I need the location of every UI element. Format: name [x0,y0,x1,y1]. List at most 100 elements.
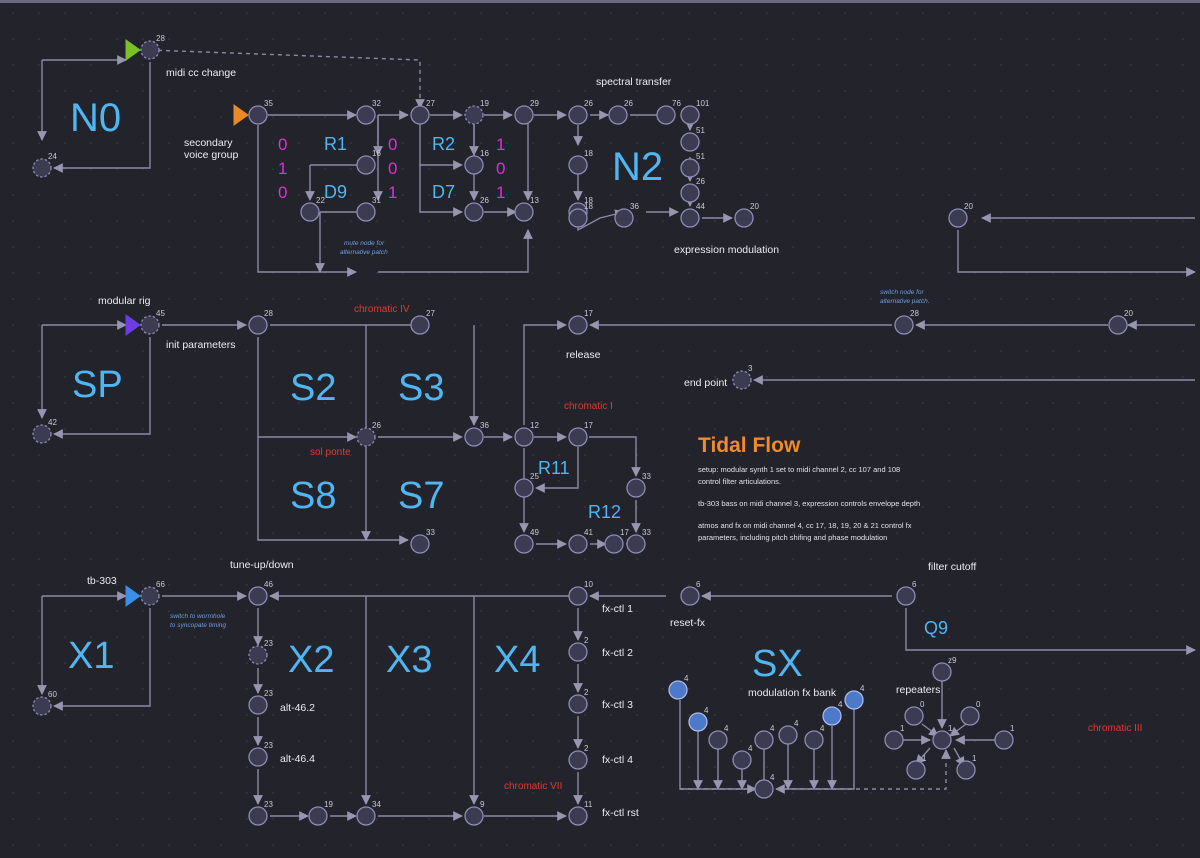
patch-node[interactable] [568,105,588,125]
connection-edge[interactable] [949,723,967,737]
patch-node[interactable] [248,586,268,606]
connection-edge[interactable] [535,447,579,493]
connection-edge[interactable] [957,230,1196,277]
patch-node[interactable] [896,586,916,606]
patch-node[interactable] [778,725,798,745]
patch-node[interactable] [932,662,952,682]
patch-node[interactable] [514,427,534,447]
connection-edge[interactable] [378,229,533,273]
patch-node[interactable] [356,155,376,175]
patch-node[interactable] [932,730,952,750]
patch-node[interactable] [754,730,774,750]
patch-node[interactable] [410,315,430,335]
input-blue-triangle[interactable] [125,585,141,607]
patch-node[interactable] [680,208,700,228]
patch-node[interactable] [956,760,976,780]
patch-node[interactable] [300,202,320,222]
patch-node[interactable] [248,695,268,715]
patch-node[interactable] [248,747,268,767]
patch-node[interactable] [248,645,268,665]
patch-node[interactable] [464,155,484,175]
patch-node[interactable] [568,315,588,335]
patch-node[interactable] [626,478,646,498]
connection-edge[interactable] [589,436,641,477]
patch-node[interactable] [604,534,624,554]
patch-node[interactable] [32,424,52,444]
patch-node[interactable] [568,750,588,770]
patch-node[interactable] [732,750,752,770]
patch-node[interactable] [568,427,588,447]
patch-node[interactable] [356,427,376,447]
patch-node[interactable] [356,806,376,826]
patch-node[interactable] [464,105,484,125]
connection-edge[interactable] [905,608,1196,655]
patch-node[interactable] [464,202,484,222]
connection-edge[interactable] [149,49,425,109]
patch-node[interactable] [568,694,588,714]
patch-node[interactable] [668,680,688,700]
patch-node[interactable] [514,202,534,222]
patch-node[interactable] [804,730,824,750]
patch-node[interactable] [140,315,160,335]
patch-node[interactable] [884,730,904,750]
patch-node[interactable] [464,806,484,826]
patch-node[interactable] [1108,315,1128,335]
patch-node[interactable] [514,105,534,125]
patch-node[interactable] [464,427,484,447]
patch-node[interactable] [626,534,646,554]
connection-edge[interactable] [53,608,151,711]
patch-node[interactable] [754,779,774,799]
patch-node[interactable] [960,706,980,726]
patch-node[interactable] [356,105,376,125]
patch-node[interactable] [568,534,588,554]
patch-node[interactable] [248,315,268,335]
patch-node[interactable] [568,208,588,228]
patch-node[interactable] [844,690,864,710]
patch-node[interactable] [688,712,708,732]
connection-edge[interactable] [53,62,151,173]
input-purple-triangle[interactable] [125,314,141,336]
connection-edge[interactable] [523,320,567,425]
patch-node[interactable] [514,478,534,498]
connection-edge[interactable] [419,115,463,217]
patch-node[interactable] [514,534,534,554]
patch-node[interactable] [410,105,430,125]
patch-node[interactable] [140,40,160,60]
connection-edge[interactable] [53,337,151,439]
patch-node[interactable] [948,208,968,228]
patch-node[interactable] [248,806,268,826]
patch-node[interactable] [906,760,926,780]
patch-node[interactable] [894,315,914,335]
patch-node[interactable] [568,806,588,826]
input-orange-triangle[interactable] [233,104,249,126]
patch-node[interactable] [608,105,628,125]
patch-node[interactable] [994,730,1014,750]
patch-node[interactable] [680,132,700,152]
patch-node[interactable] [32,696,52,716]
input-green-triangle[interactable] [125,39,141,61]
patch-node[interactable] [308,806,328,826]
patch-node[interactable] [656,105,676,125]
patch-node[interactable] [822,706,842,726]
patch-node[interactable] [568,642,588,662]
patch-node[interactable] [680,158,700,178]
patch-node[interactable] [568,586,588,606]
patch-node[interactable] [140,586,160,606]
patch-node[interactable] [708,730,728,750]
node-value-label: 17 [584,309,593,318]
patch-node[interactable] [680,586,700,606]
patch-node[interactable] [680,105,700,125]
patch-node[interactable] [32,158,52,178]
connection-edge[interactable] [257,337,409,545]
patch-node[interactable] [248,105,268,125]
patch-node[interactable] [904,706,924,726]
patch-node[interactable] [614,208,634,228]
patch-node[interactable] [568,155,588,175]
patch-node[interactable] [356,202,376,222]
patch-node[interactable] [410,534,430,554]
patch-node[interactable] [732,370,752,390]
patch-node[interactable] [680,183,700,203]
patch-node[interactable] [734,208,754,228]
label-0: midi cc change [166,67,236,79]
